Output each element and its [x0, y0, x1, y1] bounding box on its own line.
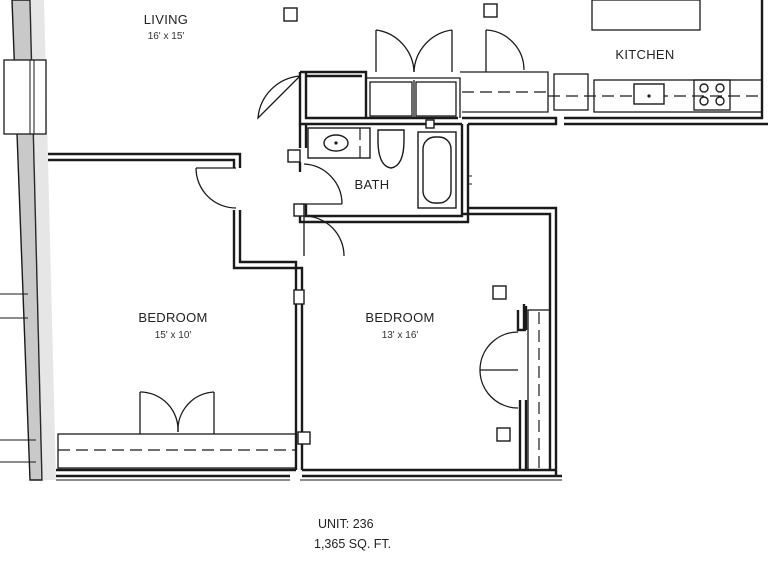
unit-area: 1,365 SQ. FT.: [314, 537, 391, 551]
doors: [139, 29, 525, 433]
kitchen-fixtures: [548, 0, 763, 113]
kitchen-label: KITCHEN: [615, 47, 674, 62]
kitchen-island: [591, 0, 701, 31]
bedroom-right-label: BEDROOM: [365, 310, 434, 325]
sink-drain-icon: [334, 141, 338, 145]
bath-fixtures: [307, 119, 472, 209]
bedroom-right-dimensions: 13' x 16': [382, 330, 419, 341]
refrigerator-icon: [553, 73, 589, 111]
outlet-markers: [283, 3, 511, 445]
living-room-label: LIVING: [144, 12, 188, 27]
exterior-ticks: [0, 293, 36, 463]
bath-label: BATH: [355, 177, 390, 192]
kitchen-sink-icon: [633, 83, 665, 105]
living-room-dimensions: 16' x 15': [148, 31, 185, 42]
unit-number: UNIT: 236: [318, 517, 374, 531]
bedroom-left-label: BEDROOM: [138, 310, 207, 325]
interior-walls: [48, 0, 768, 481]
window-left: [3, 59, 47, 135]
cooktop-icon: [693, 79, 731, 111]
bedroom-left-dimensions: 15' x 10': [155, 330, 192, 341]
toilet-icon: [377, 129, 405, 169]
